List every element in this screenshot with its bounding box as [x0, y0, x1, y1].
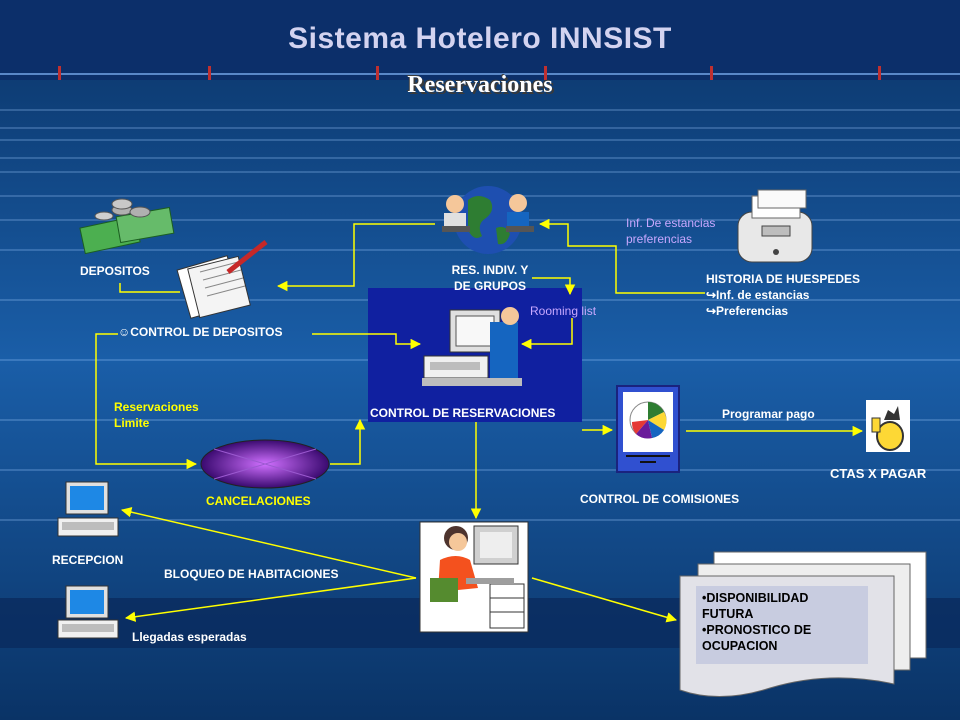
report-line-4: OCUPACION — [702, 639, 778, 653]
arrivals-computer-icon — [57, 585, 119, 639]
edge-inf-estancias-1: Inf. De estancias — [626, 216, 716, 230]
node-historia-sub2: ↪Preferencias — [706, 304, 789, 318]
report-line-3: •PRONOSTICO DE — [702, 623, 812, 637]
node-control-depositos-label: ☺CONTROL DE DEPOSITOS — [118, 325, 283, 339]
node-cancelaciones-label: CANCELACIONES — [206, 494, 311, 508]
money-bag-icon — [866, 400, 910, 452]
node-control-comisiones-label: CONTROL DE COMISIONES — [580, 492, 740, 506]
node-res-indiv-label-1: RES. INDIV. Y — [451, 263, 529, 277]
edge-llegadas-esperadas: Llegadas esperadas — [132, 630, 247, 644]
edge-reservaciones-limite-1: Reservaciones — [114, 400, 199, 414]
page-subtitle: Reservaciones — [407, 72, 553, 98]
node-historia-label: HISTORIA DE HUESPEDES — [706, 272, 861, 286]
globe-icon — [442, 186, 534, 254]
money-icon — [79, 198, 175, 255]
edge-inf-estancias-2: preferencias — [626, 232, 693, 246]
report-line-1: •DISPONIBILIDAD — [702, 591, 809, 605]
reservations-agent-icon — [419, 521, 529, 633]
edge-reservaciones-limite-2: Limite — [114, 416, 150, 430]
document-pen-icon — [176, 240, 268, 319]
node-ctas-pagar-label: CTAS X PAGAR — [830, 466, 927, 481]
report-summary-box: •DISPONIBILIDAD FUTURA •PRONOSTICO DE OC… — [696, 586, 868, 664]
edge-bloqueo-habitaciones: BLOQUEO DE HABITACIONES — [164, 567, 339, 581]
page-title: Sistema Hotelero INNSIST — [288, 22, 672, 55]
computer-operator-icon — [422, 307, 522, 386]
reception-computer-icon — [57, 481, 119, 537]
node-recepcion-label: RECEPCION — [52, 553, 124, 567]
node-depositos-label: DEPOSITOS — [80, 264, 150, 278]
node-historia-sub1: ↪Inf. de estancias — [706, 288, 810, 302]
report-line-2: FUTURA — [702, 607, 754, 621]
edge-programar-pago: Programar pago — [722, 407, 815, 421]
file-cabinet-icon — [737, 189, 813, 263]
commission-monitor-icon — [616, 385, 680, 473]
cancellations-ellipse — [200, 439, 330, 489]
node-res-indiv-label-2: DE GRUPOS — [453, 279, 526, 293]
edge-rooming-list: Rooming list — [530, 304, 597, 318]
node-control-reservaciones-label: CONTROL DE RESERVACIONES — [370, 406, 556, 420]
